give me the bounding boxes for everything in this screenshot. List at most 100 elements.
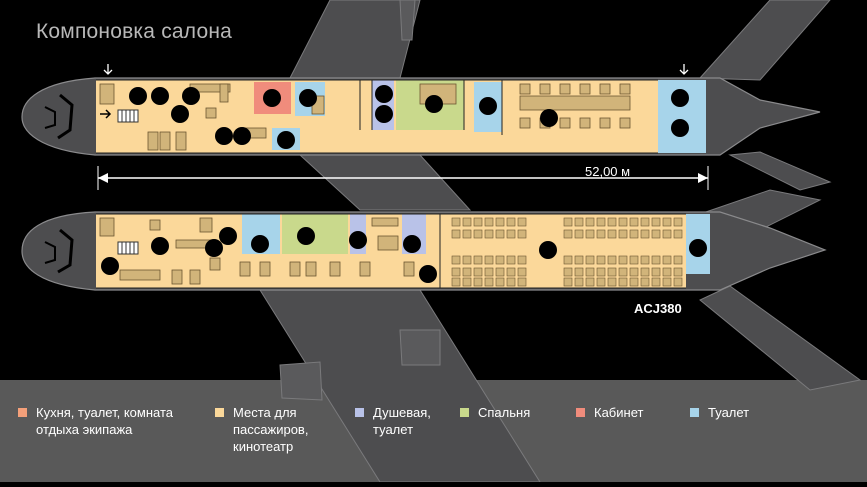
economy-seat <box>673 277 683 287</box>
legend-swatch-shower <box>355 408 364 417</box>
legend-swatch-passenger <box>215 408 224 417</box>
economy-seat <box>629 277 639 287</box>
lower-shower-icon <box>419 265 437 283</box>
upper-bedroom-icon <box>425 95 443 113</box>
upper-toilet-icon-4 <box>479 97 497 115</box>
legend-swatch-office <box>576 408 585 417</box>
economy-seat <box>662 277 672 287</box>
economy-seat <box>673 255 683 265</box>
lower-seat-grid <box>451 217 683 287</box>
lower-toilet-icon-3 <box>403 235 421 253</box>
page-title: Компоновка салона <box>36 20 233 43</box>
economy-seat <box>651 255 661 265</box>
lower-bedroom-icon <box>297 227 315 245</box>
economy-seat <box>651 277 661 287</box>
lower-deck <box>21 211 827 291</box>
legend-swatch-bedroom <box>460 408 469 417</box>
economy-seat <box>517 277 527 287</box>
economy-seat <box>517 229 527 239</box>
upper-shower-icon <box>375 85 393 103</box>
economy-seat <box>451 267 461 277</box>
economy-seat <box>495 267 505 277</box>
economy-seat <box>451 229 461 239</box>
model-label: ACJ380 <box>634 301 682 316</box>
economy-seat <box>662 229 672 239</box>
lower-seat-icon-4 <box>219 227 237 245</box>
economy-seat <box>607 277 617 287</box>
economy-seat <box>517 217 527 227</box>
lower-toilet-icon-4 <box>689 239 707 257</box>
economy-seat <box>640 229 650 239</box>
dimension-arrow-right-icon <box>698 173 708 183</box>
legend-item-passenger: Места для пассажиров, кинотеатр <box>215 404 308 455</box>
economy-seat <box>651 217 661 227</box>
wings <box>259 0 862 483</box>
economy-seat <box>495 277 505 287</box>
economy-seat <box>651 267 661 277</box>
economy-seat <box>473 267 483 277</box>
dimension-line <box>97 166 709 190</box>
upper-toilet-icon-3 <box>375 105 393 123</box>
legend-swatch-crew <box>18 408 27 417</box>
economy-seat <box>596 267 606 277</box>
upper-seat-icon-6 <box>540 109 558 127</box>
economy-seat <box>495 217 505 227</box>
legend-item-crew: Кухня, туалет, комната отдыха экипажа <box>18 404 173 438</box>
economy-seat <box>596 255 606 265</box>
upper-icons <box>129 85 689 149</box>
economy-seat <box>462 267 472 277</box>
economy-seat <box>574 217 584 227</box>
economy-seat <box>574 277 584 287</box>
economy-seat <box>574 229 584 239</box>
upper-toilet-icon-5 <box>671 89 689 107</box>
economy-seat <box>618 277 628 287</box>
lower-cockpit-window-2 <box>44 241 56 264</box>
legend-label-crew: Кухня, туалет, комната отдыха экипажа <box>36 405 173 437</box>
legend-label-shower: Душевая, туалет <box>373 405 431 437</box>
economy-seat <box>517 255 527 265</box>
economy-seat <box>462 277 472 287</box>
upper-cockpit-window <box>57 93 74 140</box>
economy-seat <box>640 267 650 277</box>
economy-seat <box>607 229 617 239</box>
economy-seat <box>585 255 595 265</box>
lower-cockpit-window <box>57 228 74 274</box>
lower-seat-icon-3 <box>205 239 223 257</box>
economy-seat <box>563 255 573 265</box>
upper-toilet-icon-6 <box>671 119 689 137</box>
economy-seat <box>596 277 606 287</box>
economy-seat <box>651 229 661 239</box>
lower-tail-bottom <box>699 285 862 391</box>
economy-seat <box>585 217 595 227</box>
upper-tail-bottom <box>728 151 832 191</box>
upper-engine <box>399 0 416 41</box>
economy-seat <box>563 229 573 239</box>
economy-seat <box>451 217 461 227</box>
economy-seat <box>495 255 505 265</box>
economy-seat <box>618 255 628 265</box>
economy-seat <box>484 229 494 239</box>
economy-seat <box>574 255 584 265</box>
upper-galley-icon <box>215 127 233 145</box>
legend-label-toilet: Туалет <box>708 405 750 420</box>
upper-toilet-icon-2 <box>277 131 295 149</box>
lower-toilet-icon-1 <box>251 235 269 253</box>
economy-seat <box>484 255 494 265</box>
dimension-label: 52,00 м <box>585 164 631 179</box>
economy-seat <box>673 217 683 227</box>
economy-seat <box>473 229 483 239</box>
economy-seat <box>506 277 516 287</box>
lower-icons <box>101 227 707 283</box>
lower-engine-left <box>279 361 323 401</box>
lower-engine-right <box>399 329 441 366</box>
upper-deck <box>21 64 821 156</box>
economy-seat <box>585 277 595 287</box>
economy-seat <box>473 255 483 265</box>
economy-seat <box>451 277 461 287</box>
upper-tail-top <box>698 0 831 81</box>
economy-seat <box>585 267 595 277</box>
upper-exit-arrow-front-icon <box>103 64 113 75</box>
economy-seat <box>629 217 639 227</box>
upper-exit-arrow-rear-icon <box>679 64 689 75</box>
